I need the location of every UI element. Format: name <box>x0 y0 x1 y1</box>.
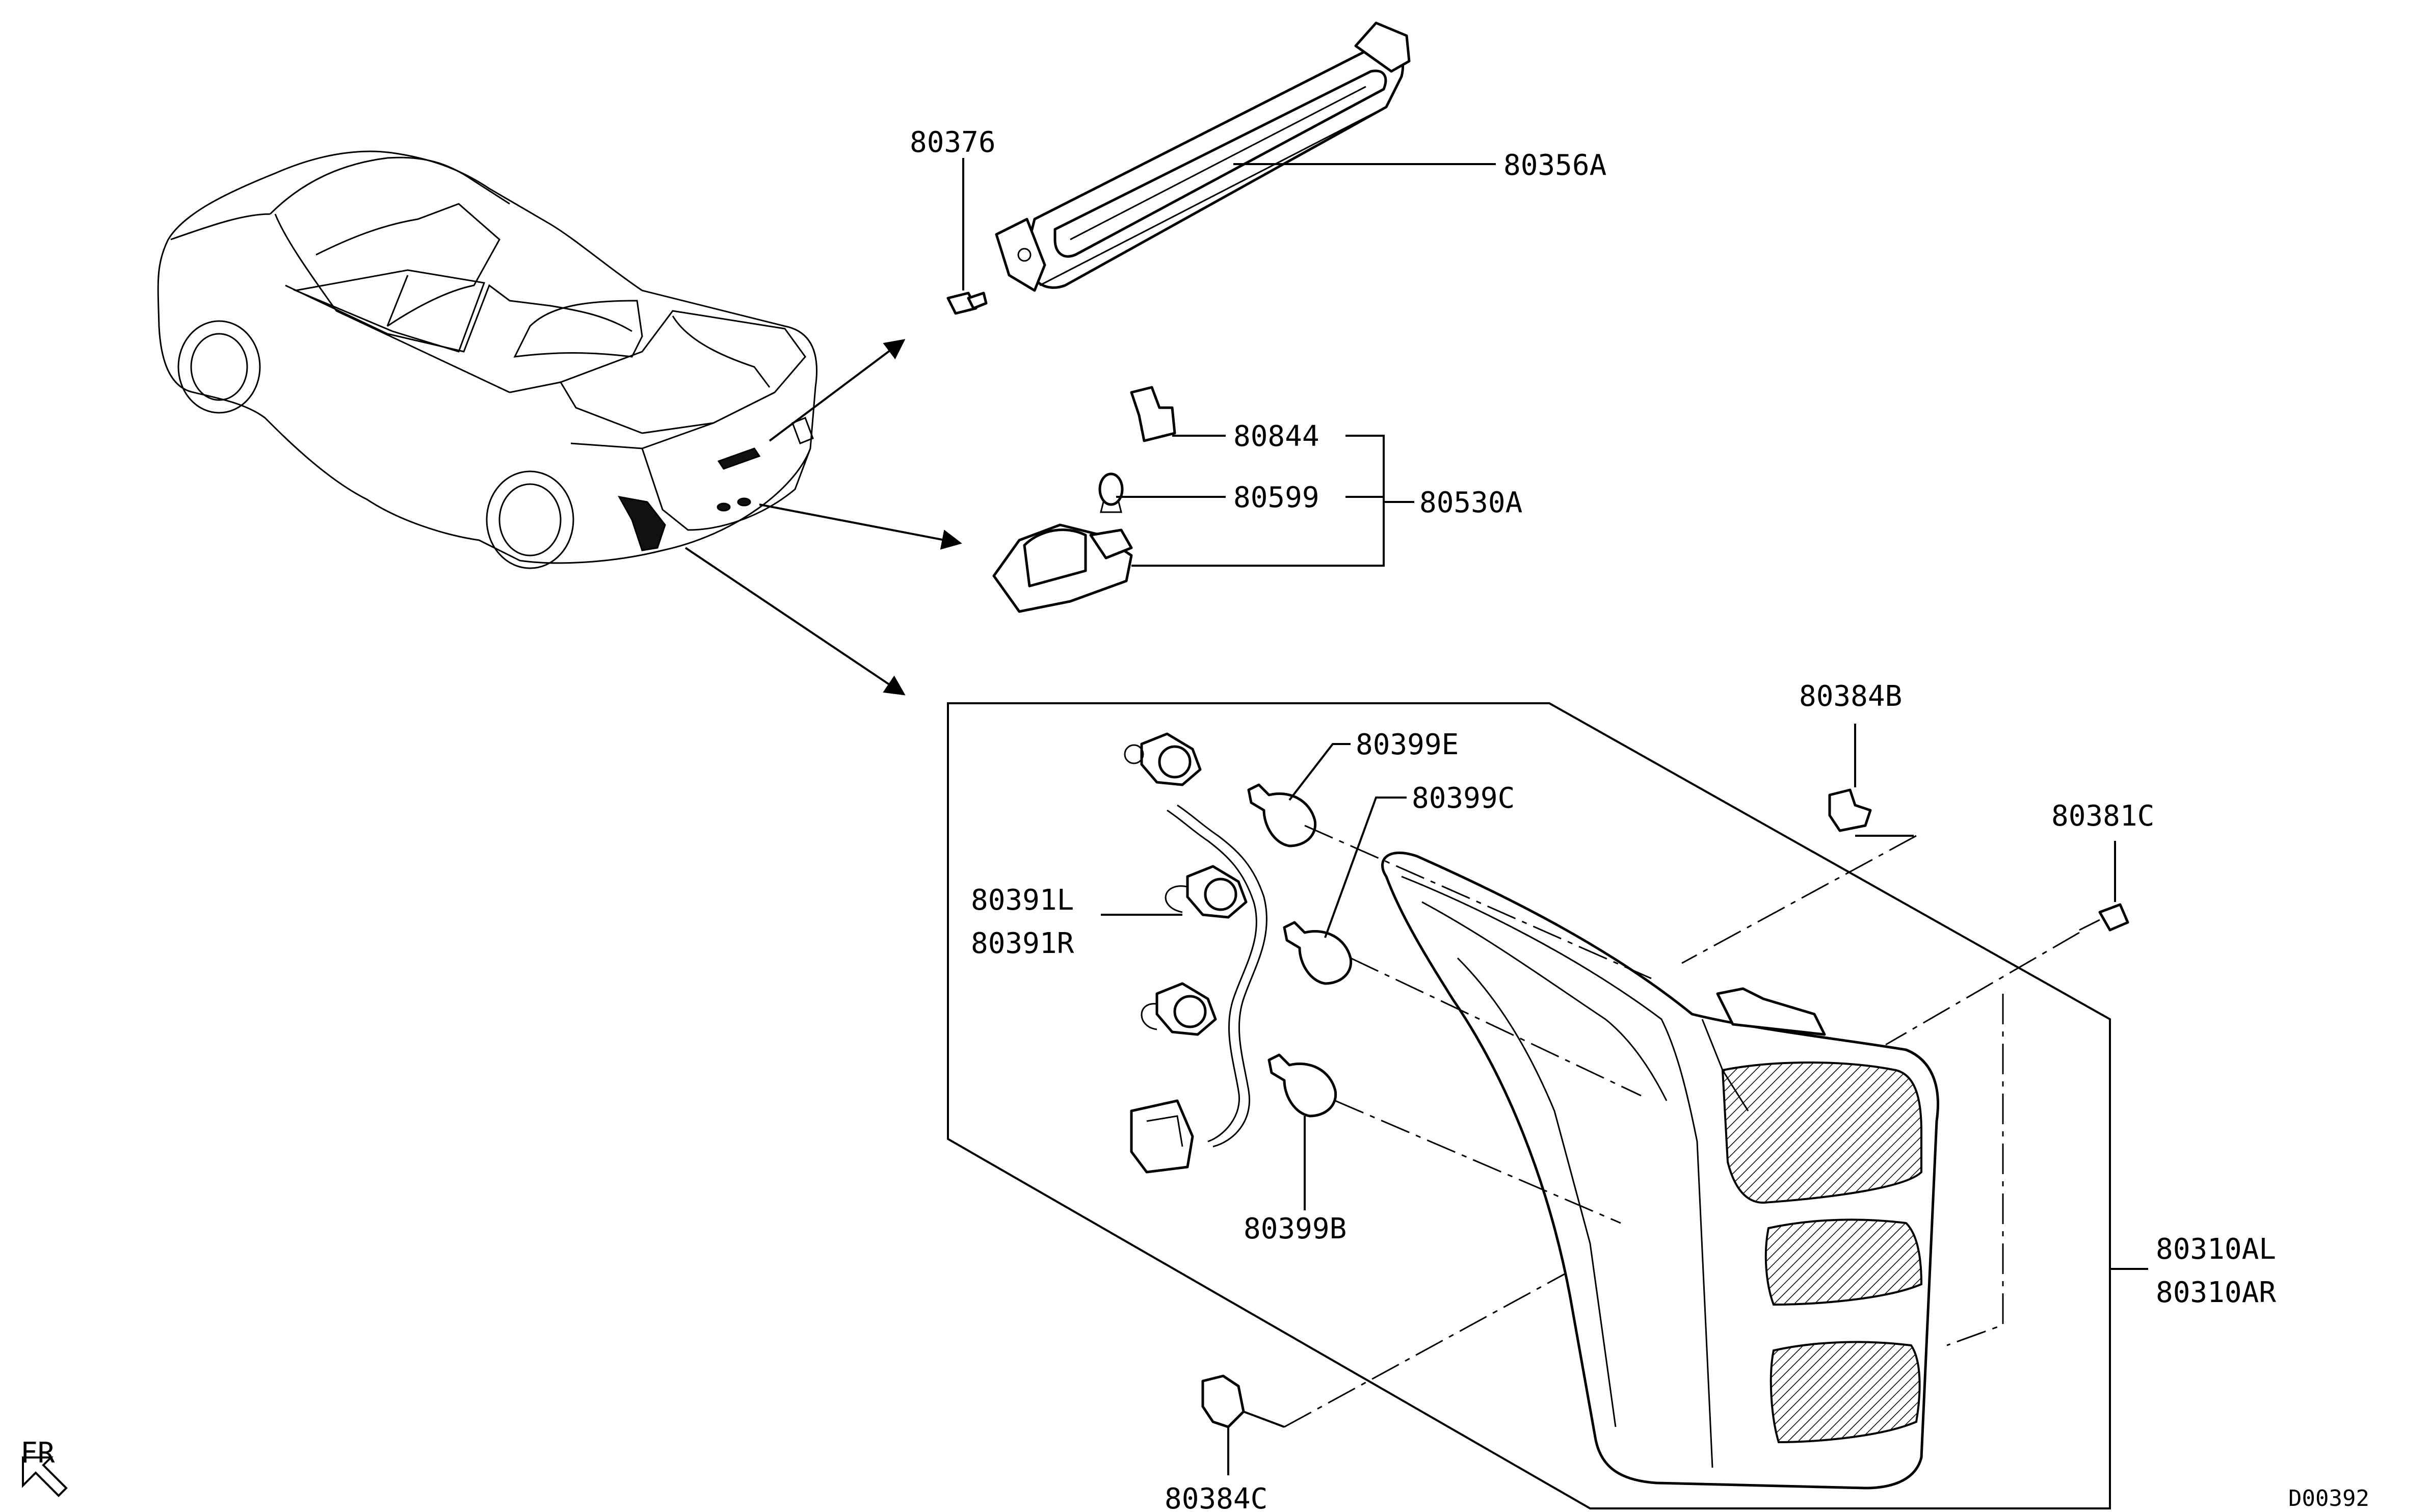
callout-80384C: 80384C <box>1165 1482 1267 1512</box>
callout-80399B: 80399B <box>1244 1212 1346 1245</box>
screw-80376-drawing <box>946 158 988 315</box>
callout-80310AL: 80310AL <box>2156 1233 2276 1266</box>
license-plate-lamp-drawing <box>992 386 1176 613</box>
callout-80384B: 80384B <box>1799 680 1902 713</box>
pickup-truck-drawing <box>157 150 817 569</box>
callout-80844: 80844 <box>1233 420 1319 453</box>
callout-80530A: 80530A <box>1419 486 1522 519</box>
pointer-arrows <box>684 339 962 696</box>
callout-80381C: 80381C <box>2051 800 2154 833</box>
callout-80399E: 80399E <box>1356 728 1459 761</box>
front-direction-label: FR <box>20 1437 55 1470</box>
leader-lines <box>1101 163 2148 1428</box>
clip-80384B-drawing <box>1828 724 1872 832</box>
bulb-80399E-drawing <box>1247 783 1317 847</box>
callout-80399C: 80399C <box>1412 782 1515 815</box>
high-mount-stop-lamp-drawing <box>995 21 1411 292</box>
bulb-80399C-drawing <box>1283 921 1353 985</box>
wiring-harness-drawing <box>1124 732 1267 1174</box>
alignment-lines <box>1284 825 2080 1428</box>
callout-80599: 80599 <box>1233 481 1319 514</box>
callout-80391R: 80391R <box>971 927 1074 960</box>
callout-80391L: 80391L <box>971 884 1074 917</box>
callout-80376: 80376 <box>910 126 996 159</box>
callout-80310AR: 80310AR <box>2156 1276 2276 1309</box>
front-direction-arrow-icon <box>22 1456 68 1497</box>
bulb-80399B-drawing <box>1267 1053 1337 1118</box>
callout-labels: 80376 80356A 80844 80599 80530A 80384B 8… <box>910 126 2276 1512</box>
clip-80384C-drawing <box>1201 1374 1245 1475</box>
screw-80381C-drawing <box>2079 841 2129 932</box>
drawing-code: D00392 <box>2288 1486 2369 1511</box>
exploded-view-frame <box>947 702 2111 1509</box>
rear-combination-lamp-drawing <box>1381 852 1939 1490</box>
front-direction-marker: FR <box>20 1437 68 1497</box>
callout-80356A: 80356A <box>1503 149 1606 182</box>
